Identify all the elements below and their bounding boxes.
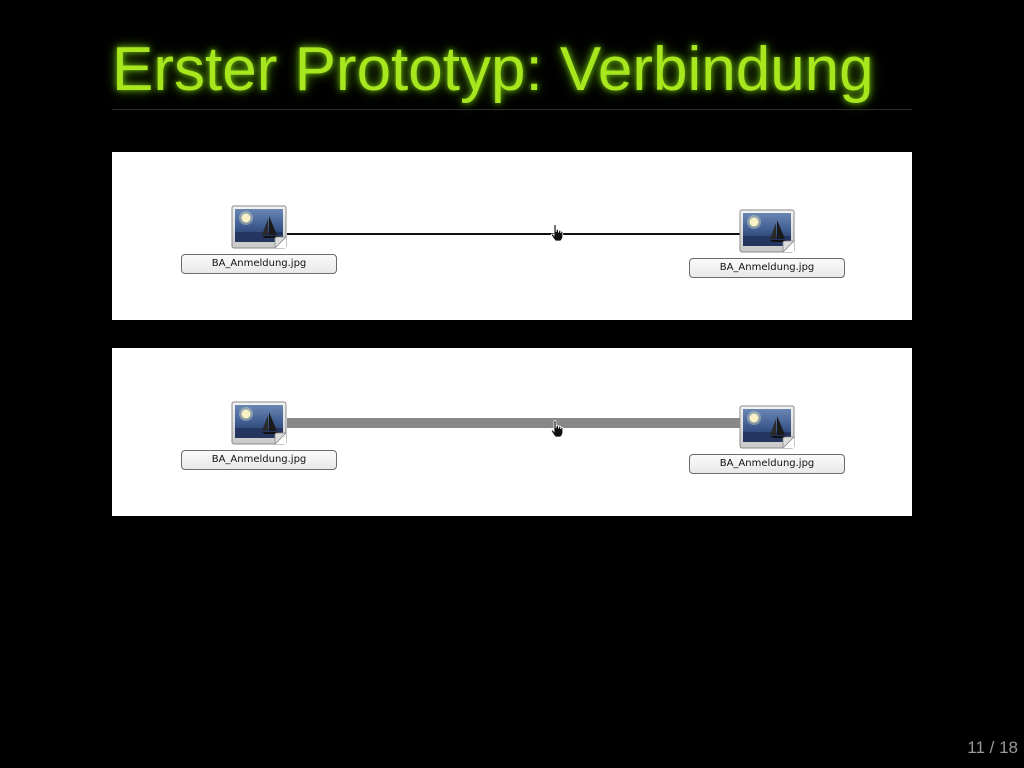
file-label: BA_Anmeldung.jpg: [181, 450, 337, 470]
slide-title: Erster Prototyp: Verbindung: [112, 35, 874, 104]
file-label: BA_Anmeldung.jpg: [689, 258, 845, 278]
image-file-icon[interactable]: [231, 401, 287, 445]
screenshot-panel-thick-connection: BA_Anmeldung.jpg BA_Anmeldung.jpg: [112, 348, 912, 516]
title-divider: [112, 109, 912, 110]
connection-line-thick[interactable]: [287, 418, 743, 428]
connection-line-thin: [287, 233, 743, 235]
hand-pointer-icon: [549, 420, 565, 438]
screenshot-panel-thin-connection: BA_Anmeldung.jpg BA_Anmeldung.jpg: [112, 152, 912, 320]
image-file-icon[interactable]: [739, 209, 795, 253]
image-file-icon[interactable]: [231, 205, 287, 249]
image-file-icon[interactable]: [739, 405, 795, 449]
page-number: 11 / 18: [967, 738, 1018, 757]
hand-pointer-icon: [549, 224, 565, 242]
file-label: BA_Anmeldung.jpg: [689, 454, 845, 474]
file-label: BA_Anmeldung.jpg: [181, 254, 337, 274]
